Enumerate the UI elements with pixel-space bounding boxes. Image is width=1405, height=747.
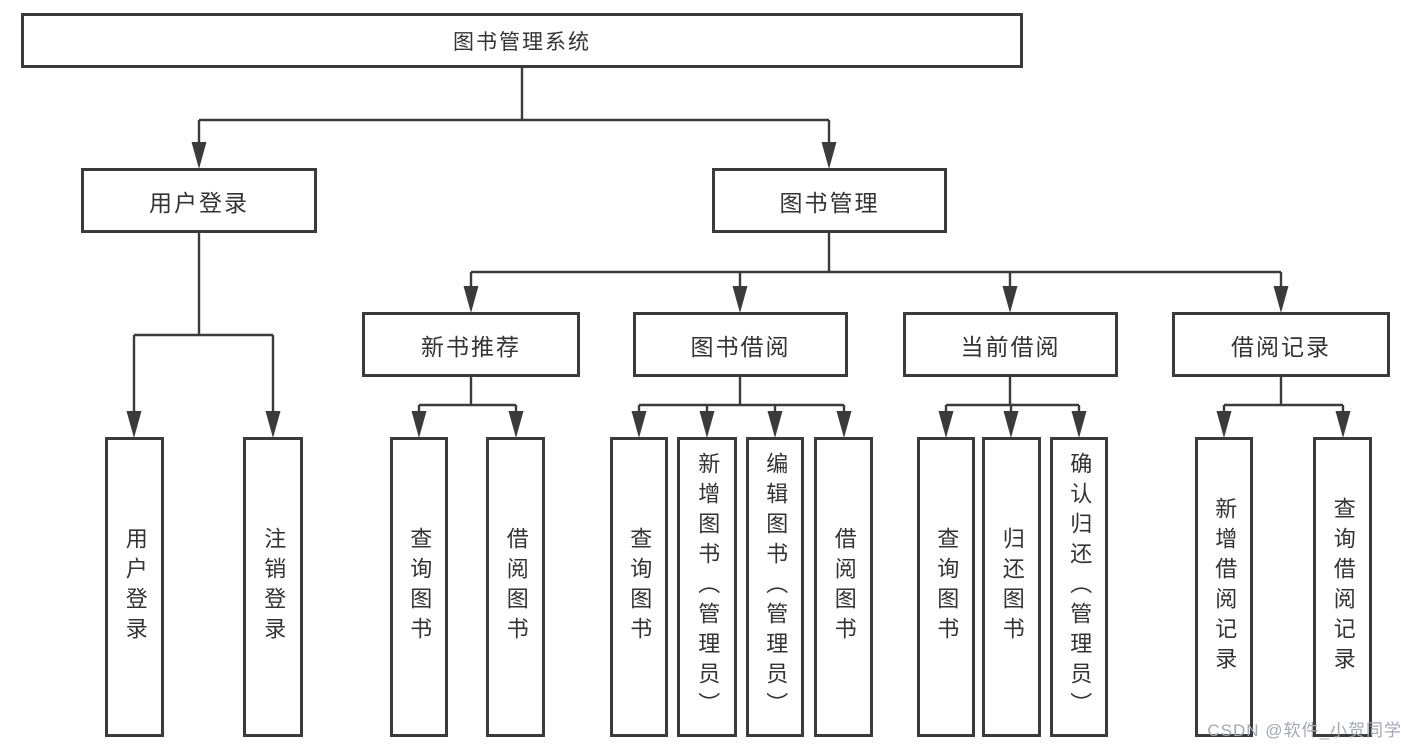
arrow-icon (1002, 286, 1018, 313)
node-user-login: 用户登录 (81, 168, 317, 233)
arrow-icon (1003, 411, 1019, 438)
arrow-icon (1216, 411, 1232, 438)
node-book-borrowing: 图书借阅 (633, 312, 848, 377)
arrow-icon (836, 411, 852, 438)
arrow-icon (508, 411, 524, 438)
node-label: 查询图书 (627, 527, 653, 647)
node-book-management: 图书管理 (712, 168, 947, 233)
arrow-icon (821, 142, 837, 169)
arrow-icon (631, 411, 647, 438)
node-label: 新增图书（管理员） (695, 452, 721, 722)
node-label: 查询图书 (934, 527, 960, 647)
node-label: 注销登录 (261, 527, 287, 647)
node-label: 借阅图书 (831, 527, 857, 647)
node-leaf-query-books-3: 查询图书 (917, 437, 975, 737)
node-leaf-query-books-1: 查询图书 (390, 437, 448, 737)
node-leaf-add-borrow-record: 新增借阅记录 (1195, 437, 1253, 737)
node-label: 用户登录 (122, 527, 148, 647)
csdn-watermark: CSDN @软件_小贺同学 (1207, 721, 1402, 740)
node-library-management-system: 图书管理系统 (21, 13, 1023, 68)
arrow-icon (1071, 411, 1087, 438)
node-leaf-confirm-return-admin: 确认归还（管理员） (1050, 437, 1108, 737)
node-new-book-recommendation: 新书推荐 (362, 312, 580, 377)
node-label: 新增借阅记录 (1212, 497, 1238, 677)
arrow-icon (411, 411, 427, 438)
node-leaf-logout: 注销登录 (243, 437, 303, 737)
node-label: 查询借阅记录 (1330, 497, 1356, 677)
node-leaf-query-borrow-record: 查询借阅记录 (1313, 437, 1372, 737)
arrowheads (126, 142, 1351, 438)
node-label: 借阅图书 (503, 527, 529, 647)
arrow-icon (126, 411, 142, 438)
node-label: 编辑图书（管理员） (763, 452, 789, 722)
node-borrowing-records: 借阅记录 (1172, 312, 1390, 377)
node-leaf-user-login: 用户登录 (105, 437, 164, 737)
arrow-icon (265, 411, 281, 438)
node-leaf-add-books-admin: 新增图书（管理员） (677, 437, 737, 737)
node-leaf-return-books: 归还图书 (982, 437, 1041, 737)
node-current-borrowing: 当前借阅 (903, 312, 1118, 377)
node-leaf-borrow-books-1: 借阅图书 (486, 437, 545, 737)
arrow-icon (191, 142, 207, 169)
arrow-icon (767, 411, 783, 438)
node-leaf-query-books-2: 查询图书 (610, 437, 668, 737)
node-label: 归还图书 (999, 527, 1025, 647)
arrow-icon (699, 411, 715, 438)
arrow-icon (1335, 411, 1351, 438)
arrow-icon (463, 286, 479, 313)
arrow-icon (1273, 286, 1289, 313)
node-leaf-borrow-books-2: 借阅图书 (814, 437, 873, 737)
node-leaf-edit-books-admin: 编辑图书（管理员） (746, 437, 804, 737)
arrow-icon (938, 411, 954, 438)
node-label: 查询图书 (407, 527, 433, 647)
arrow-icon (732, 286, 748, 313)
node-label: 确认归还（管理员） (1067, 452, 1093, 722)
